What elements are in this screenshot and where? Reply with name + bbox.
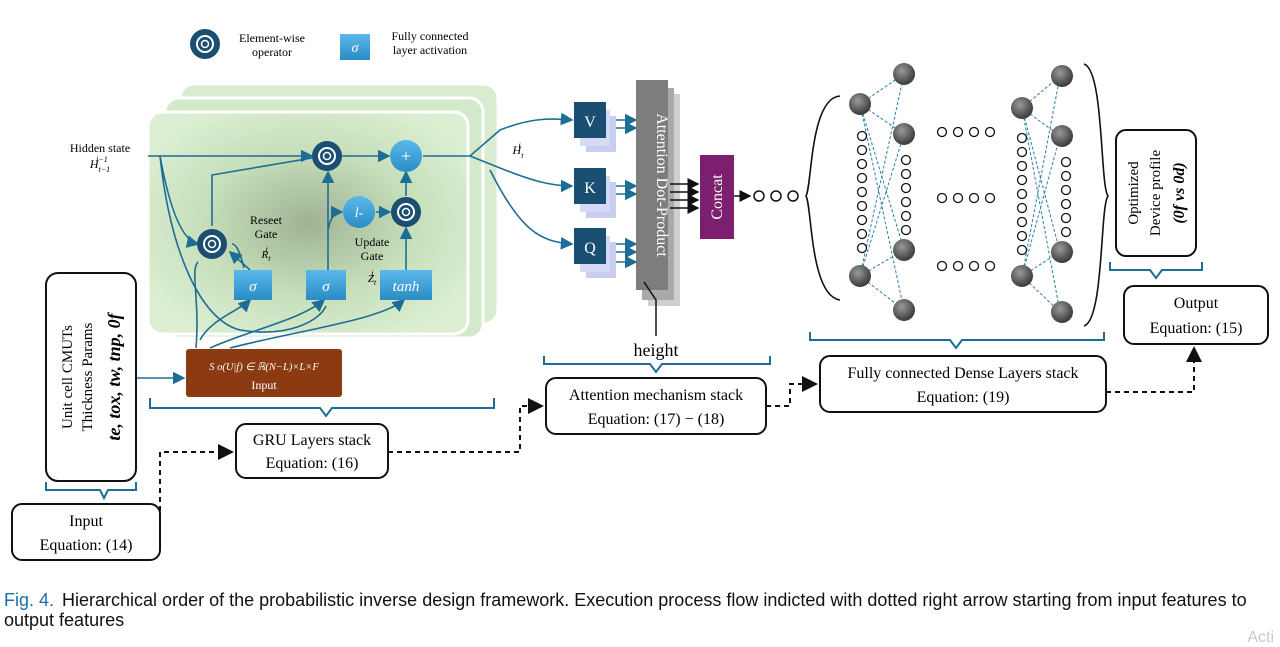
dense-nodes (849, 63, 1073, 323)
input-params-line2: Thickness Params (80, 322, 96, 431)
element-wise-operator-icon (190, 29, 220, 59)
output-profile-line2: Device profile (1148, 150, 1164, 237)
output-eq-box: Output Equation: (15) (1124, 286, 1268, 344)
svg-text:Q: Q (584, 240, 596, 257)
output-profile-box: Optimized Device profile (0f vs 0d) (1116, 130, 1196, 256)
input-params-line3: te, tox, tw, tnp, 0f (104, 311, 124, 440)
output-eq-title: Output (1174, 295, 1219, 312)
gru-eq-equation: Equation: (16) (266, 455, 359, 472)
svg-text:V: V (584, 114, 596, 131)
gru-multiply-node-top (312, 141, 342, 171)
output-profile-line1: Optimized (1126, 161, 1142, 225)
gru-eq-box: GRU Layers stack Equation: (16) (236, 424, 388, 478)
attention-eq-title: Attention mechanism stack (569, 387, 743, 404)
concat-block: Concat (700, 155, 734, 239)
v-block: V (574, 102, 616, 152)
gru-brace (150, 398, 494, 416)
svg-text:Concat: Concat (709, 174, 726, 220)
svg-text:σ: σ (322, 279, 330, 295)
svg-text:Attention Dot-Product: Attention Dot-Product (653, 113, 670, 257)
tanh-box: tanh (380, 270, 432, 300)
output-profile-line3: (0f vs 0d) (1171, 162, 1188, 223)
output-profile-brace (1110, 262, 1202, 278)
input-eq-equation: Equation: (14) (40, 537, 133, 554)
k-block: K (574, 168, 616, 218)
svg-text:tanh: tanh (393, 279, 420, 295)
dense-eq-equation: Equation: (19) (917, 389, 1010, 406)
concat-output-dots (754, 191, 798, 201)
svg-text:σ: σ (249, 279, 257, 295)
input-eq-box: Input Equation: (14) (12, 504, 160, 560)
input-params-brace (46, 482, 136, 498)
svg-text:l-: l- (355, 206, 364, 221)
height-label: height (634, 340, 679, 360)
input-params-line1: Unit cell CMUTs (60, 325, 76, 429)
hidden-state-label: Hidden state (70, 141, 130, 155)
output-eq-equation: Equation: (15) (1150, 320, 1243, 337)
input-params-box: Unit cell CMUTs Thickness Params te, tox… (46, 273, 136, 481)
svg-text:+: + (401, 146, 411, 166)
svg-text:K: K (584, 180, 596, 197)
input-eq-title: Input (69, 513, 103, 530)
input-tensor-label: Input (251, 378, 277, 392)
reset-sigma-box: σ (234, 270, 272, 300)
q-block: Q (574, 228, 616, 278)
ht-symbol: Hti (512, 141, 525, 160)
figure-number: Fig. 4. (4, 590, 54, 610)
dense-close-bracket (1084, 64, 1108, 326)
dense-brace (810, 332, 1104, 348)
gru-one-minus-node: l- (343, 196, 375, 228)
gru-add-node: + (390, 140, 422, 172)
attention-eq-equation: Equation: (17) − (18) (588, 411, 725, 428)
hidden-state-symbol: Ht−1i−1 (89, 155, 110, 174)
figure-caption-text: Hierarchical order of the probabilistic … (4, 590, 1247, 630)
gru-eq-title: GRU Layers stack (253, 432, 371, 449)
attention-eq-box: Attention mechanism stack Equation: (17)… (546, 378, 766, 434)
gru-multiply-node-reset (197, 229, 227, 259)
legend-sigma: σ (352, 41, 360, 56)
figure-caption: Fig. 4.Hierarchical order of the probabi… (4, 590, 1276, 630)
update-sigma-box: σ (306, 270, 346, 300)
attention-dot-product-block: Attention Dot-Product (636, 80, 680, 306)
input-tensor-formula: S o(U|f) ∈ ℝ(N−L)×L×F (209, 362, 319, 373)
input-tensor-box: S o(U|f) ∈ ℝ(N−L)×L×F Input (186, 349, 342, 397)
dense-open-bracket (806, 96, 840, 300)
dense-eq-title: Fully connected Dense Layers stack (847, 365, 1078, 382)
watermark: Acti (1247, 629, 1274, 647)
dense-eq-box: Fully connected Dense Layers stack Equat… (820, 356, 1106, 412)
gru-multiply-node-update (391, 197, 421, 227)
